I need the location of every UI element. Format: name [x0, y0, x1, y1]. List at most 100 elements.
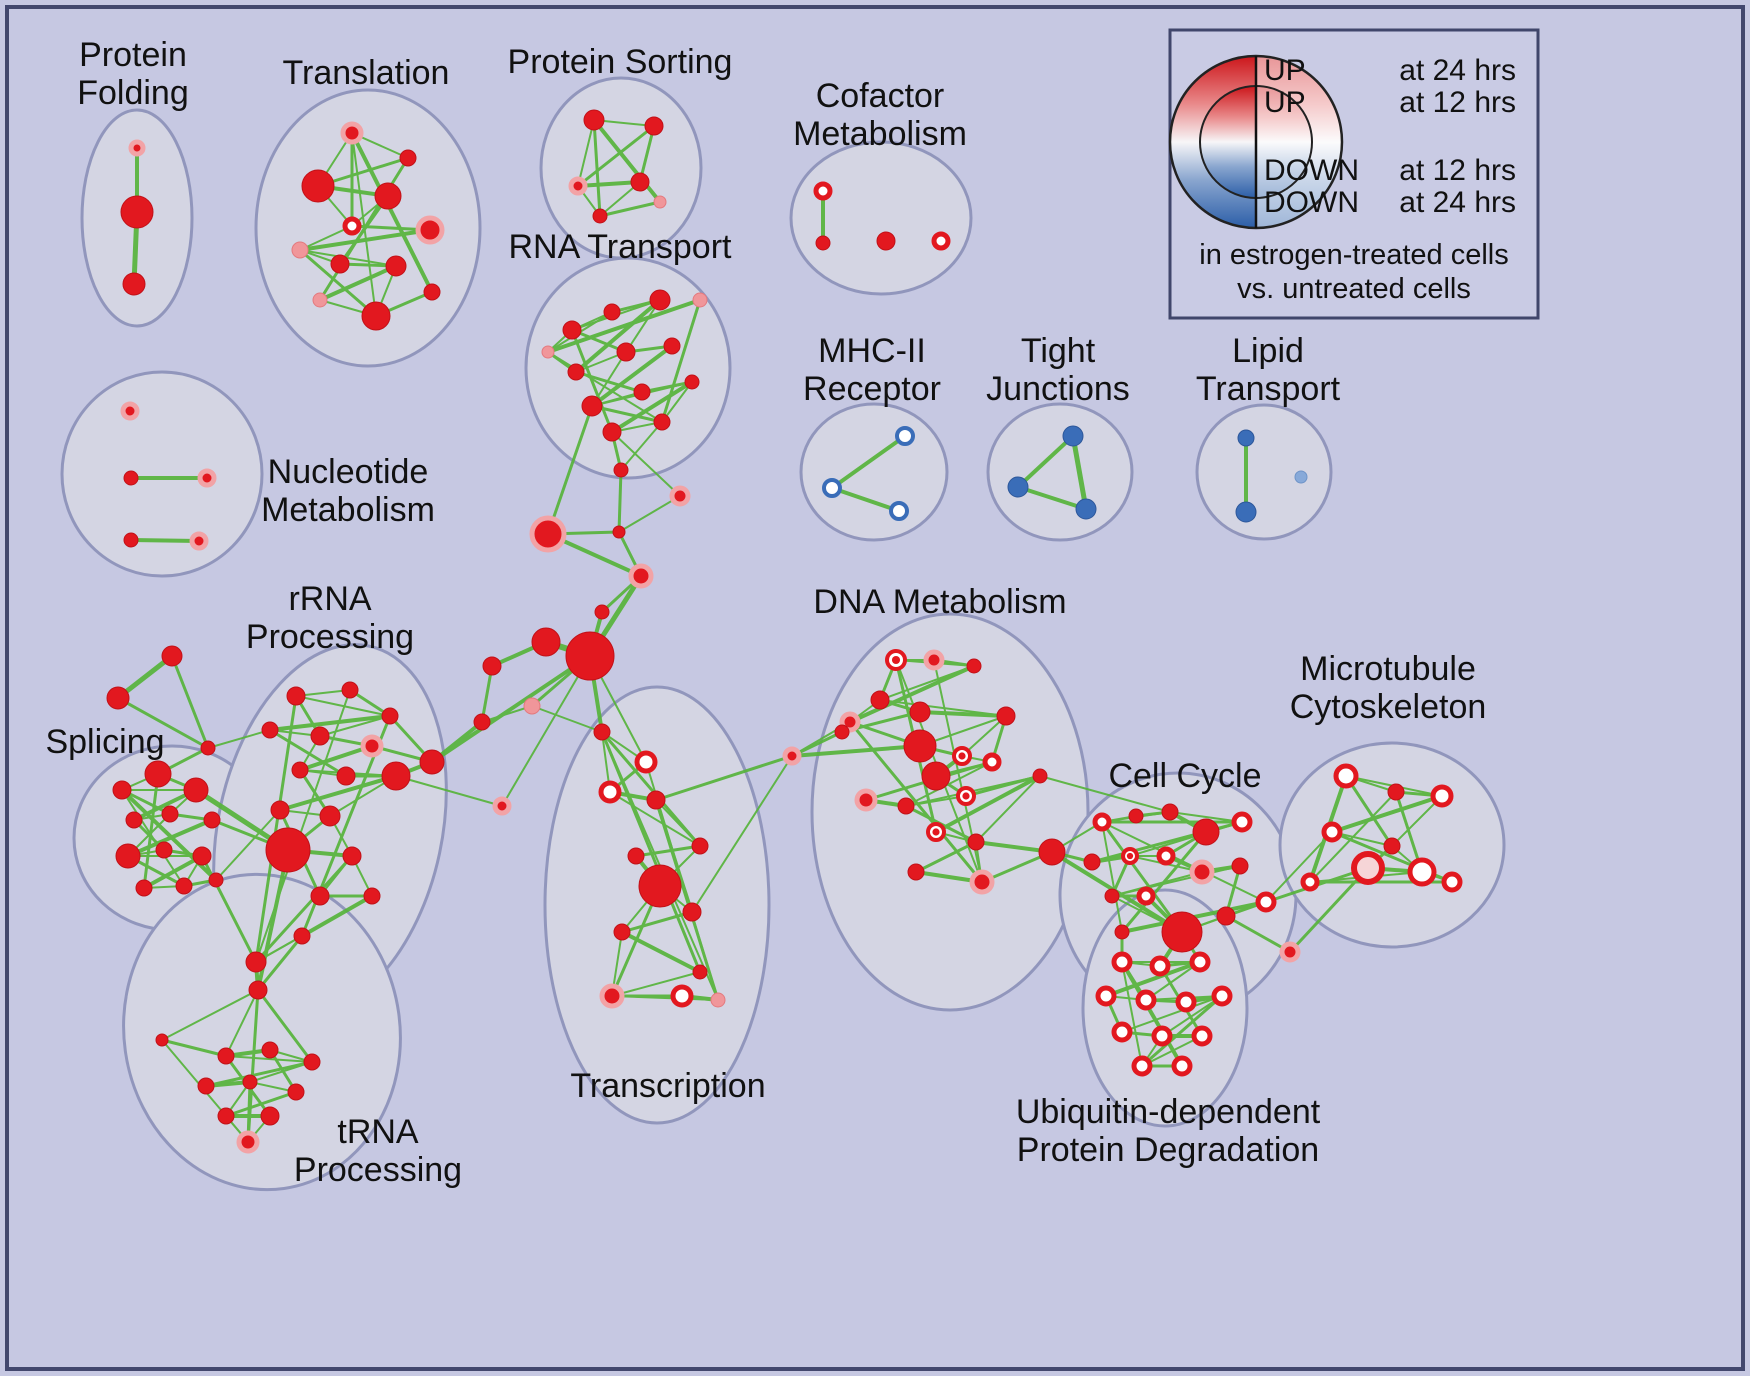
node-sp-0: [112, 780, 132, 800]
node-rt-8: [684, 374, 700, 390]
node-rr-12: [342, 846, 362, 866]
node-cn-13: [782, 746, 802, 766]
node-ub-1: [1149, 955, 1171, 977]
network-edge: [298, 248, 378, 318]
node-rt-10: [653, 413, 671, 431]
node-tr-7: [287, 1083, 305, 1101]
cluster-ellipse-nm: [60, 370, 264, 578]
node-cc-9: [1231, 857, 1249, 875]
node-dm-5: [909, 701, 931, 723]
network-edge: [298, 744, 374, 772]
node-dm-4: [870, 690, 890, 710]
network-edge: [215, 809, 281, 881]
network-edge: [618, 495, 681, 533]
node-rr-8: [381, 761, 411, 791]
node-cc-4: [1231, 811, 1253, 833]
network-edge: [299, 249, 397, 267]
network-edge: [395, 775, 503, 807]
network-edge: [1120, 830, 1208, 934]
legend-footer-line2: vs. untreated cells: [1237, 273, 1471, 305]
node-tx-1: [634, 750, 658, 774]
network-edge: [121, 789, 185, 887]
node-cf-2: [876, 231, 896, 251]
network-edge: [142, 772, 160, 890]
network-edge: [161, 989, 259, 1041]
node-cc-7: [1156, 846, 1176, 866]
legend-right-fade-overlay: [1256, 56, 1342, 228]
cluster-label-rt: RNA Transport: [509, 228, 733, 266]
node-dm-1: [923, 649, 945, 671]
node-ub-6: [1211, 985, 1233, 1007]
node-mt-4: [1383, 837, 1401, 855]
node-rr-6: [291, 761, 309, 779]
node-tr-3: [261, 1041, 279, 1059]
network-edge: [254, 854, 354, 964]
network-edge: [655, 799, 701, 847]
node-dm-10: [982, 752, 1002, 772]
network-edge: [975, 775, 1041, 843]
node-cc-2: [1161, 803, 1179, 821]
legend-down-24-time: at 24 hrs: [1399, 186, 1516, 219]
node-cn-16: [1279, 941, 1301, 963]
network-edge: [790, 744, 922, 758]
node-dot-dm-8: [958, 752, 966, 760]
network-edge: [592, 118, 662, 204]
node-sp-11: [208, 872, 224, 888]
node-rr-3: [261, 721, 279, 739]
node-tl-0: [340, 121, 364, 145]
cluster-ellipse-cf: [789, 140, 973, 296]
network-edge: [207, 729, 271, 749]
node-mt-7: [1441, 871, 1463, 893]
node-cn-11: [419, 749, 445, 775]
network-edge: [254, 694, 298, 964]
node-cn-7: [531, 627, 561, 657]
node-tr-6: [242, 1074, 258, 1090]
node-cn-9: [523, 697, 541, 715]
network-edge: [531, 705, 603, 733]
node-tl-11: [423, 283, 441, 301]
legend-down-24-label: DOWN: [1264, 186, 1359, 219]
node-ub-5: [1175, 991, 1197, 1013]
node-rr-15: [293, 927, 311, 945]
network-edge: [634, 844, 702, 858]
node-ub-10: [1131, 1055, 1153, 1077]
node-tx-12: [710, 992, 726, 1008]
node-mt-1: [1387, 783, 1405, 801]
node-rt-5: [663, 337, 681, 355]
node-tx-2: [598, 780, 622, 804]
network-edge: [638, 124, 656, 184]
node-dm-7: [903, 729, 937, 763]
node-mt-2: [1430, 784, 1454, 808]
node-tj-1: [1007, 476, 1029, 498]
node-mt-8: [1300, 872, 1320, 892]
network-edge: [547, 351, 663, 423]
node-pf-1: [120, 195, 154, 229]
network-edge: [268, 728, 348, 778]
node-cc-1: [1128, 808, 1144, 824]
network-edge: [200, 854, 258, 964]
node-tr-9: [260, 1106, 280, 1126]
node-rt-3: [567, 363, 585, 381]
network-edge: [1104, 960, 1202, 998]
node-tl-9: [312, 292, 328, 308]
network-edge: [1100, 820, 1184, 934]
network-edge: [691, 755, 793, 913]
node-lt-1: [1235, 501, 1257, 523]
network-edge: [1120, 960, 1184, 1068]
node-rt-2: [649, 289, 671, 311]
network-edge: [1344, 774, 1394, 848]
network-edge: [570, 328, 614, 434]
node-rt-4: [616, 342, 636, 362]
network-edge: [879, 665, 975, 701]
network-edge: [660, 298, 702, 424]
node-cc-13: [1216, 906, 1236, 926]
node-ub-3: [1095, 985, 1117, 1007]
node-dm-18: [969, 869, 995, 895]
cluster-label-dm: DNA Metabolism: [813, 583, 1066, 621]
node-rt-6: [581, 395, 603, 417]
node-rt-0: [562, 320, 582, 340]
node-rr-13: [310, 886, 330, 906]
